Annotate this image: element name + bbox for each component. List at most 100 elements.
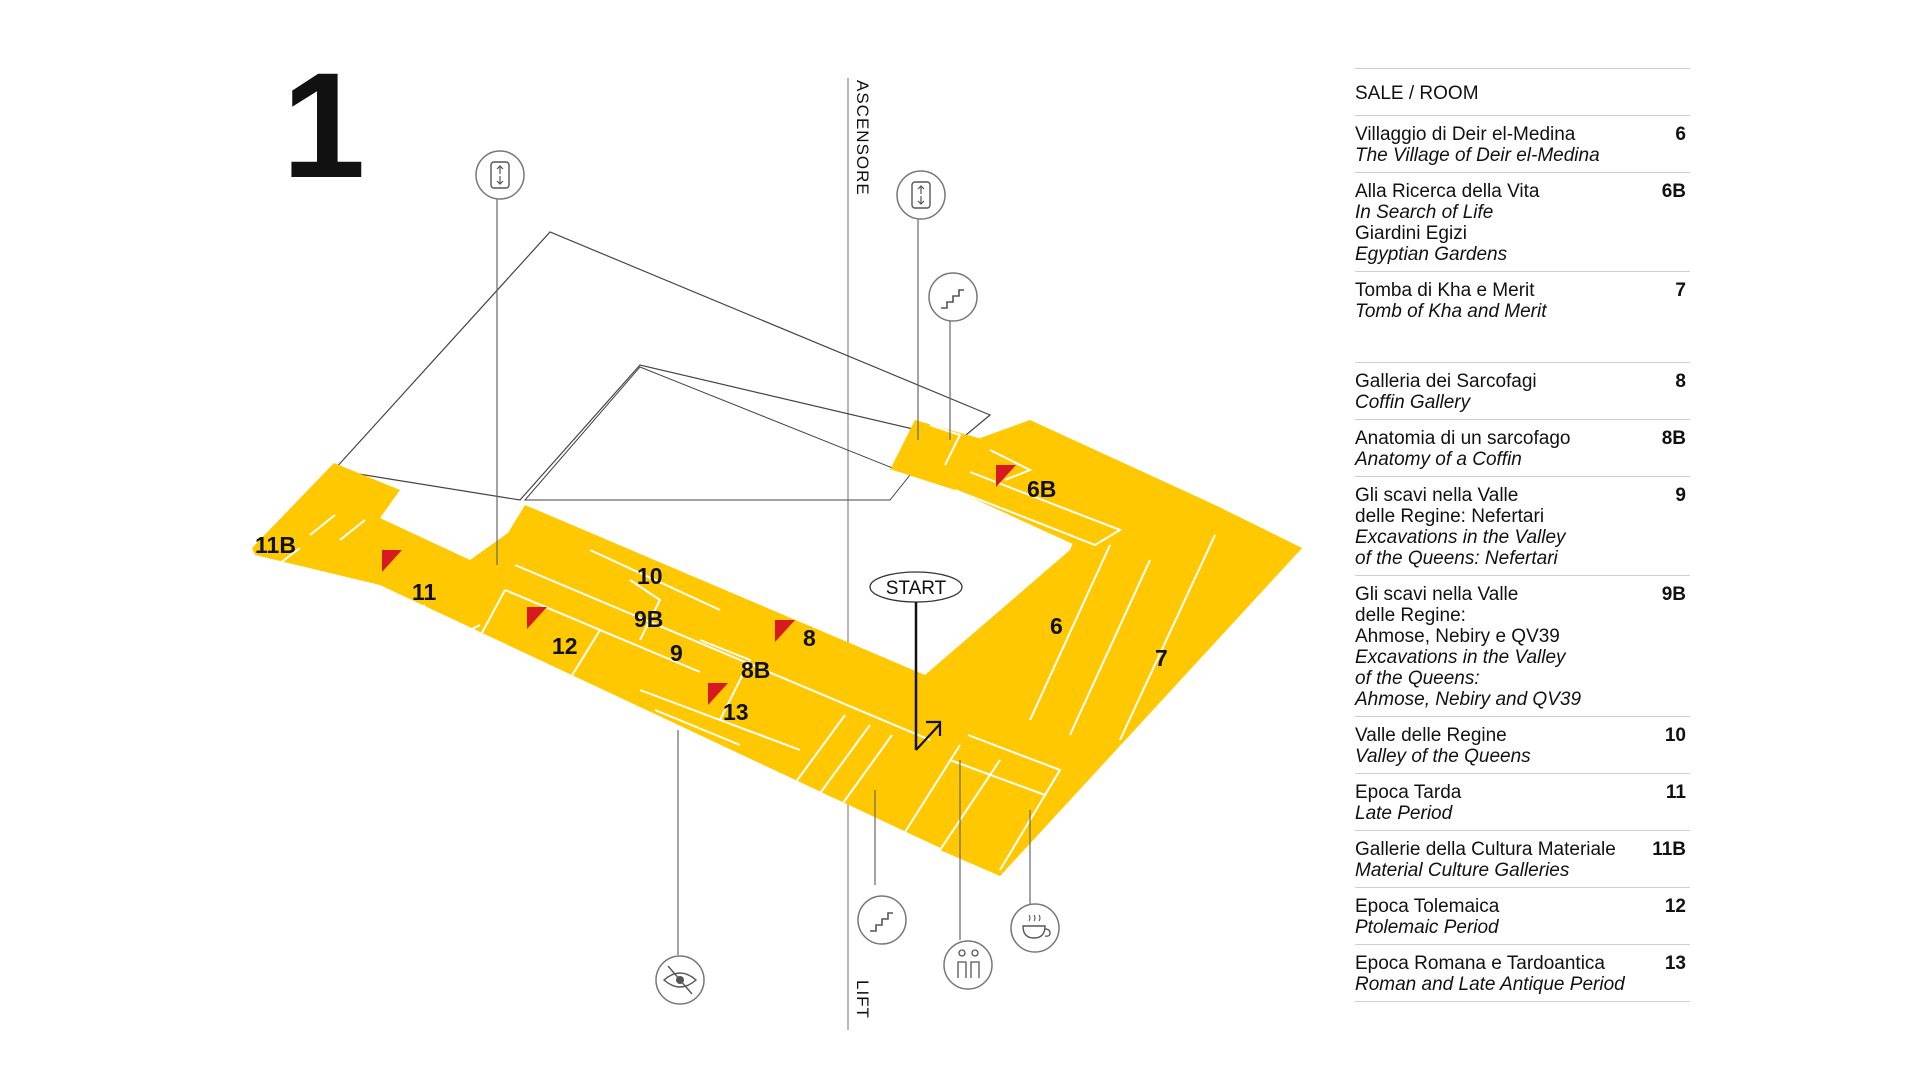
legend-bottom-rule	[1355, 1001, 1690, 1002]
legend-room-name-it: Valle delle Regine	[1355, 725, 1507, 746]
legend-room-name-it: Alla Ricerca della Vita	[1355, 181, 1540, 202]
legend-room-number: 10	[1664, 725, 1686, 746]
legend-room-name-en: Late Period	[1355, 803, 1453, 824]
room-label-8[interactable]: 8	[803, 625, 816, 651]
room-label-13[interactable]: 13	[723, 699, 749, 725]
legend-room-name-it: delle Regine: Nefertari	[1355, 506, 1545, 527]
highlight-markers	[382, 465, 1016, 705]
legend-room-name-en: Excavations in the Valley	[1355, 527, 1566, 548]
legend-room-name-it: Ahmose, Nebiry e QV39	[1355, 626, 1560, 647]
legend-room-name-en: Ptolemaic Period	[1355, 917, 1499, 938]
marker-6b	[996, 465, 1016, 487]
legend-room-name-en: Egyptian Gardens	[1355, 244, 1508, 265]
legend-room-number: 6	[1675, 124, 1686, 145]
legend-room-name-it: Epoca Tarda	[1355, 782, 1462, 803]
legend-room-number: 6B	[1661, 181, 1686, 202]
marker-8	[775, 620, 795, 642]
legend-room-name-en: Excavations in the Valley	[1355, 647, 1566, 668]
legend-room-name-it: Anatomia di un sarcofago	[1355, 428, 1571, 449]
legend-room-number: 12	[1664, 896, 1686, 917]
legend-room-number: 11B	[1652, 839, 1686, 860]
floor-east-block	[940, 505, 1302, 876]
room-label-11b[interactable]: 11B	[255, 532, 296, 558]
legend-room-name-en: Valley of the Queens	[1355, 746, 1531, 767]
legend-room-name-en: In Search of Life	[1355, 202, 1494, 223]
room-label-6[interactable]: 6	[1050, 613, 1063, 639]
legend-room-name-it: Gli scavi nella Valle	[1355, 584, 1519, 605]
room-label-11[interactable]: 11	[412, 579, 437, 605]
floor-east-wing	[893, 420, 1215, 550]
marker-11	[382, 550, 402, 572]
room-label-12[interactable]: 12	[552, 633, 578, 659]
legend-room-number: 9	[1675, 485, 1686, 506]
legend-room-number: 8	[1675, 371, 1686, 392]
restroom-icon[interactable]	[943, 940, 993, 990]
legend-room-name-en: Tomb of Kha and Merit	[1355, 301, 1547, 322]
legend-room-name-it: Epoca Romana e Tardoantica	[1355, 953, 1605, 974]
legend-room-name-en: The Village of Deir el-Medina	[1355, 145, 1600, 166]
stairs-icon[interactable]	[928, 272, 978, 322]
inner-courtyard-outline	[523, 366, 911, 501]
icon-leaders	[496, 195, 1031, 955]
legend-room-name-it: Villaggio di Deir el-Medina	[1355, 124, 1576, 145]
legend-room-name-en: Anatomy of a Coffin	[1355, 449, 1522, 470]
room-label-9b[interactable]: 9B	[634, 606, 663, 632]
stairs-icon[interactable]	[857, 895, 907, 945]
room-label-8b[interactable]: 8B	[741, 657, 770, 683]
legend-room-number: 11	[1665, 782, 1686, 803]
start-marker[interactable]: START	[869, 571, 963, 751]
legend-room-number: 9B	[1661, 584, 1686, 605]
room-label-7[interactable]: 7	[1155, 645, 1168, 671]
legend-room-name-it: Gli scavi nella Valle	[1355, 485, 1519, 506]
floor-north-stub	[890, 420, 985, 470]
room-partitions	[274, 424, 1216, 871]
lift-icon[interactable]	[475, 150, 525, 200]
legend-room-name-en: of the Queens: Nefertari	[1355, 548, 1558, 569]
legend-room-number: 13	[1664, 953, 1686, 974]
legend-room-number: 7	[1675, 280, 1686, 301]
legend-room-name-it: Epoca Tolemaica	[1355, 896, 1500, 917]
legend-room-name-it: Giardini Egizi	[1355, 223, 1467, 244]
room-label-10[interactable]: 10	[637, 563, 663, 589]
start-label: START	[886, 578, 947, 599]
lift-icon[interactable]	[896, 170, 946, 220]
floor-number: 1	[282, 41, 365, 209]
marker-12	[527, 607, 547, 629]
legend-room-name-en: of the Queens:	[1355, 668, 1480, 689]
room-label-6b[interactable]: 6B	[1027, 476, 1056, 502]
legend-room-name-en: Coffin Gallery	[1355, 392, 1471, 413]
cafe-icon[interactable]	[1010, 903, 1060, 953]
legend-room-name-en: Roman and Late Antique Period	[1355, 974, 1625, 995]
legend-room-name-en: Material Culture Galleries	[1355, 860, 1570, 881]
legend-room-number: 8B	[1661, 428, 1686, 449]
room-label-9[interactable]: 9	[670, 640, 683, 666]
legend-room-name-it: delle Regine:	[1355, 605, 1466, 626]
legend-room-name-en: Ahmose, Nebiry and QV39	[1355, 689, 1582, 710]
accessibility-eye-icon[interactable]	[655, 955, 705, 1005]
